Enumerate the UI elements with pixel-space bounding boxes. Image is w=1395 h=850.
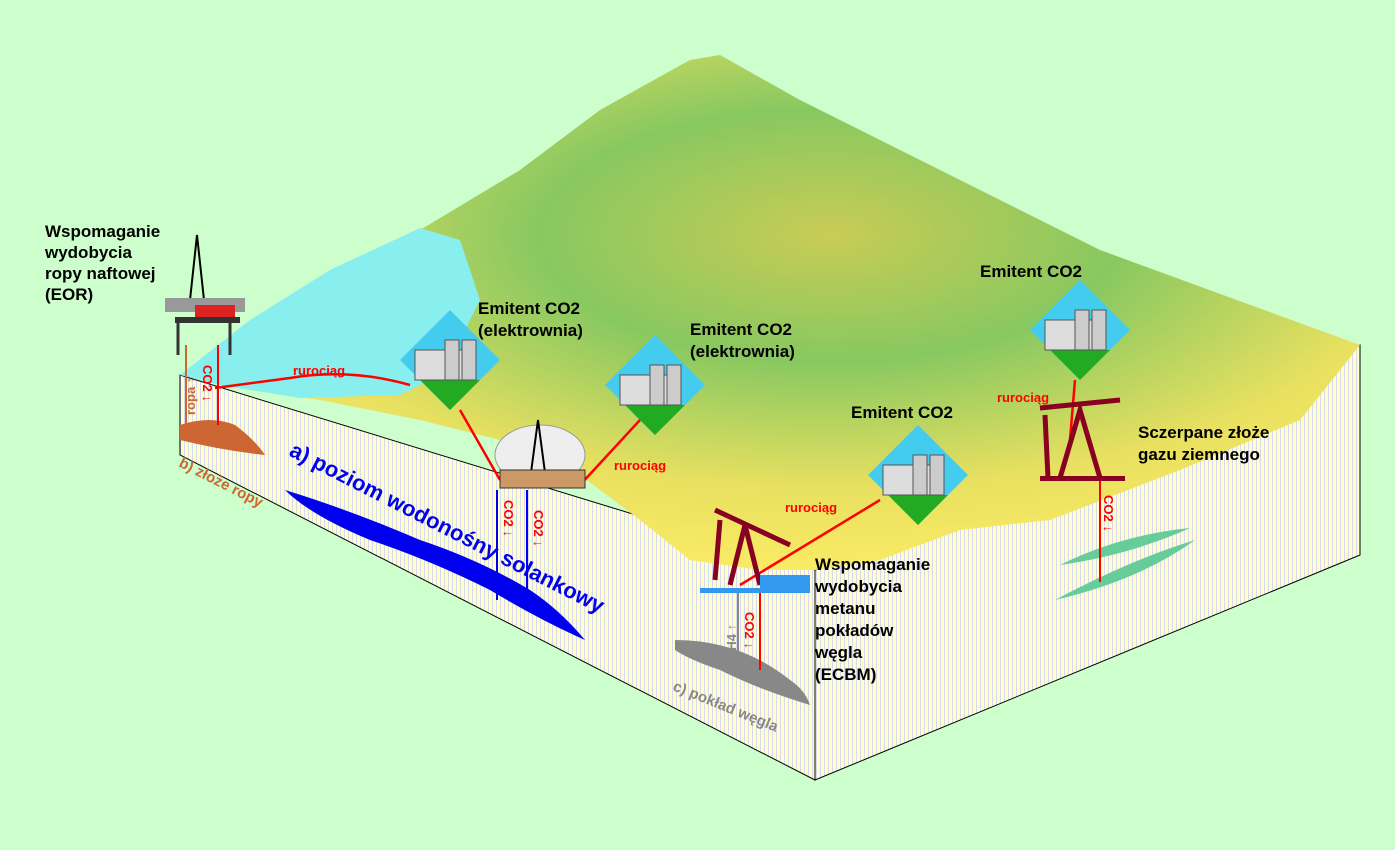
co2-label: CO2 ↓ — [531, 510, 546, 547]
onshore-rig-icon — [494, 419, 586, 489]
emitter-label: Emitent CO2(elektrownia) — [478, 299, 583, 340]
emitter-label: Emitent CO2 — [980, 262, 1082, 281]
power-plant-icon — [1030, 280, 1130, 380]
pipeline-label: rurociąg — [785, 500, 837, 515]
power-plant-icon — [400, 310, 500, 410]
coal-seam — [675, 640, 810, 705]
co2-label: CO2 ↓ — [501, 500, 516, 537]
co2-label: CO2 ↓ — [742, 612, 757, 649]
aquifer-layer — [285, 490, 585, 640]
wells — [185, 345, 1101, 670]
pump-jack-icon — [1039, 397, 1125, 481]
ch4-label: CH4 ↑ — [724, 624, 739, 660]
emitter-label: Emitent CO2 — [851, 403, 953, 422]
offshore-platform-icon — [165, 234, 245, 355]
emitter-label: Emitent CO2(elektrownia) — [690, 320, 795, 361]
gas-field — [1055, 528, 1195, 600]
pipelines — [214, 373, 1077, 587]
co2-label: CO2 ↓ — [1101, 495, 1116, 532]
pipeline-label: rurociąg — [293, 363, 345, 378]
pipeline-label: rurociąg — [997, 390, 1049, 405]
power-plant-icon — [605, 335, 705, 435]
co2-label: CO2 ↓ — [200, 365, 215, 402]
oil-field — [180, 420, 265, 455]
pipeline-label: rurociąg — [614, 458, 666, 473]
pump-jack-icon — [700, 507, 810, 593]
power-plant-icon — [868, 425, 968, 525]
oil-label: ropa ↑ — [183, 377, 198, 415]
terrain-surface — [180, 55, 1360, 570]
